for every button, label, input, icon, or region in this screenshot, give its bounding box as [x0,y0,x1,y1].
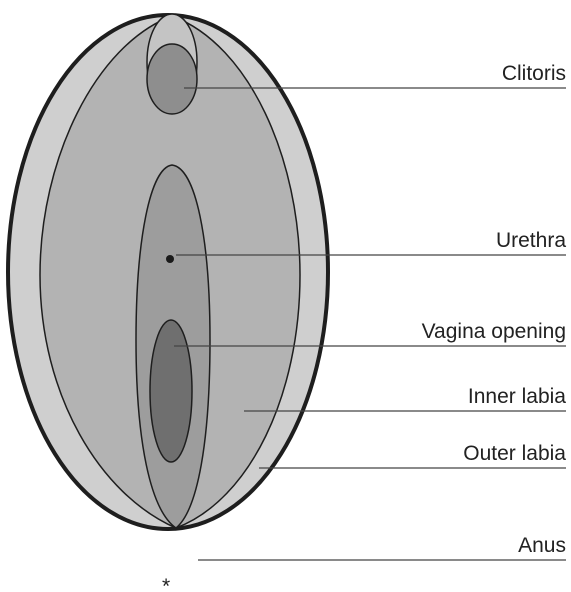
label-clitoris: Clitoris [502,62,566,85]
label-outer-labia: Outer labia [463,442,566,465]
clitoris-shape [147,44,197,114]
label-inner-labia: Inner labia [468,385,566,408]
label-anus: Anus [518,534,566,557]
label-urethra: Urethra [496,229,566,252]
label-vagina-opening: Vagina opening [422,320,566,343]
urethra-dot [166,255,174,263]
anus-symbol: * [162,575,170,592]
vagina-opening-shape [150,320,192,462]
